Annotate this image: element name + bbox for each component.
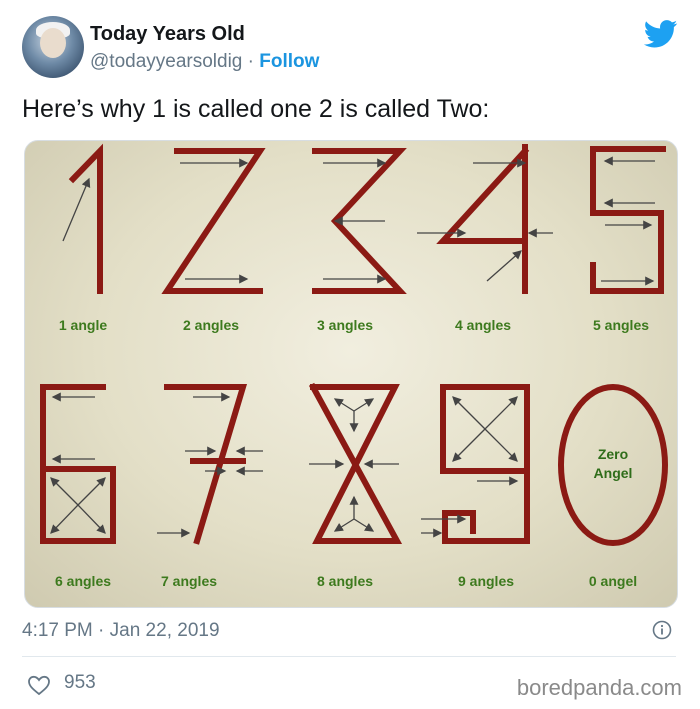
digit-6 [40, 384, 116, 544]
digit-0 [558, 384, 668, 546]
caption-2-angles: 2 angles [182, 317, 240, 333]
caption-4-angles: 4 angles [454, 317, 512, 333]
digit-4 [436, 146, 530, 244]
digit-9-loop [440, 384, 530, 474]
watermark: boredpanda.com [516, 675, 682, 700]
caption-7-angles: 7 angles [160, 573, 218, 589]
divider [22, 656, 676, 657]
zero-label-line2: Angel [593, 465, 633, 481]
caption-5-angles: 5 angles [592, 317, 650, 333]
separator-dot: · [247, 51, 254, 72]
digit-5 [590, 146, 666, 294]
digit-7 [164, 384, 248, 545]
digit-8 [308, 382, 403, 544]
tweet-header: Today Years Old @todayyearsoldig · Follo… [22, 16, 682, 80]
author-handle-row: @todayyearsoldig · Follow [90, 51, 319, 73]
digit-1 [68, 143, 103, 294]
avatar[interactable] [22, 16, 84, 78]
like-count: 953 [64, 672, 96, 693]
caption-1-angle: 1 angle [58, 317, 108, 333]
author-display-name[interactable]: Today Years Old [90, 23, 245, 45]
tweet-timestamp[interactable]: 4:17 PM · Jan 22, 2019 [22, 620, 220, 641]
zero-label-line1: Zero [597, 446, 629, 462]
caption-9-angles: 9 angles [457, 573, 515, 589]
twitter-bird-icon[interactable] [644, 20, 678, 48]
author-handle[interactable]: @todayyearsoldig [90, 51, 243, 72]
caption-8-angles: 8 angles [316, 573, 374, 589]
caption-6-angles: 6 angles [54, 573, 112, 589]
digit-2 [161, 148, 266, 294]
caption-3-angles: 3 angles [316, 317, 374, 333]
tweet-image[interactable]: 1 angle 2 angles 3 angles 4 angles 5 ang… [24, 140, 678, 608]
numerals-illustration [40, 143, 668, 546]
heart-icon[interactable] [26, 674, 52, 696]
digit-9 [440, 384, 530, 544]
tweet-text: Here’s why 1 is called one 2 is called T… [22, 95, 490, 123]
zero-angel-label: Zero Angel [553, 445, 673, 483]
caption-0-angel: 0 angel [588, 573, 638, 589]
follow-button[interactable]: Follow [259, 51, 320, 72]
info-icon[interactable] [652, 620, 672, 640]
